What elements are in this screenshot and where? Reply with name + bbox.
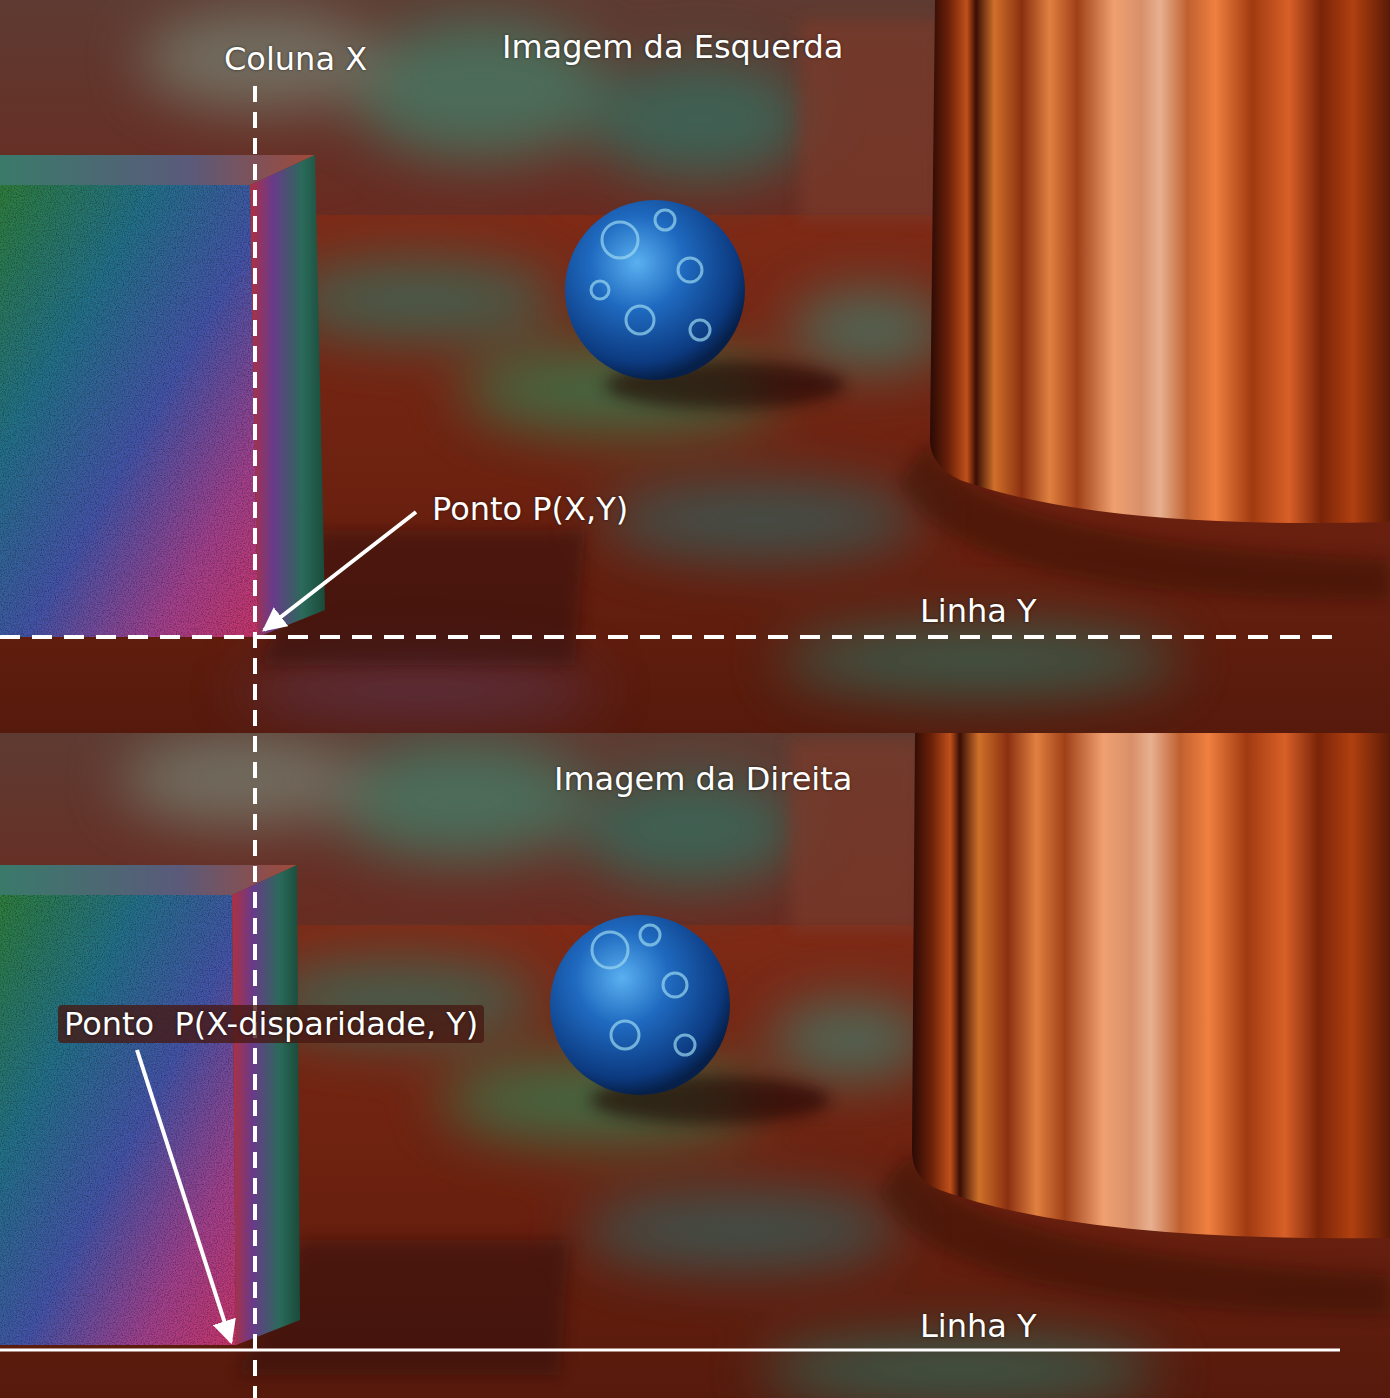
blob <box>140 10 380 110</box>
annotation-label: Imagem da Direita <box>554 760 852 798</box>
sphere <box>550 915 730 1095</box>
row-line <box>0 635 1340 639</box>
blob <box>330 740 590 860</box>
blob <box>120 735 360 825</box>
annotation-label: Linha Y <box>920 592 1037 630</box>
cylinder <box>912 733 1390 1238</box>
swirl <box>655 210 675 230</box>
annotation-label: Ponto P(X,Y) <box>432 490 628 528</box>
annotation-label: Ponto P(X-disparidade, Y) <box>58 1005 484 1043</box>
swirl <box>640 925 660 945</box>
blob <box>790 290 950 370</box>
swirl <box>591 281 609 299</box>
cube-side <box>250 155 325 637</box>
sphere <box>565 200 745 380</box>
blob <box>240 660 600 720</box>
swirl <box>626 306 654 334</box>
swirl <box>675 1035 695 1055</box>
blob <box>770 1000 930 1080</box>
right-image <box>0 733 1390 1398</box>
cube-texture <box>0 185 258 637</box>
annotation-label: Imagem da Esquerda <box>502 28 843 66</box>
sphere-pattern <box>591 210 710 340</box>
row-line <box>0 1349 1340 1352</box>
sphere-pattern <box>592 925 695 1055</box>
blob <box>280 260 560 340</box>
cylinder <box>930 0 1390 523</box>
leader-arrow <box>137 1050 231 1342</box>
annotation-label: Coluna X <box>224 40 367 78</box>
blob <box>600 480 920 560</box>
swirl <box>611 1021 639 1049</box>
cube-front <box>0 185 258 637</box>
swirl <box>663 973 687 997</box>
annotation-label: Linha Y <box>920 1307 1037 1345</box>
swirl <box>602 222 638 258</box>
leader-arrow <box>264 512 416 630</box>
cube-front <box>0 895 236 1345</box>
blob <box>580 1190 900 1270</box>
swirl <box>690 320 710 340</box>
blob <box>590 60 810 180</box>
cube-texture <box>0 895 236 1345</box>
cube-side <box>232 865 300 1345</box>
swirl <box>592 932 628 968</box>
column-line <box>253 86 257 1398</box>
left-image <box>0 0 1390 733</box>
swirl <box>678 258 702 282</box>
